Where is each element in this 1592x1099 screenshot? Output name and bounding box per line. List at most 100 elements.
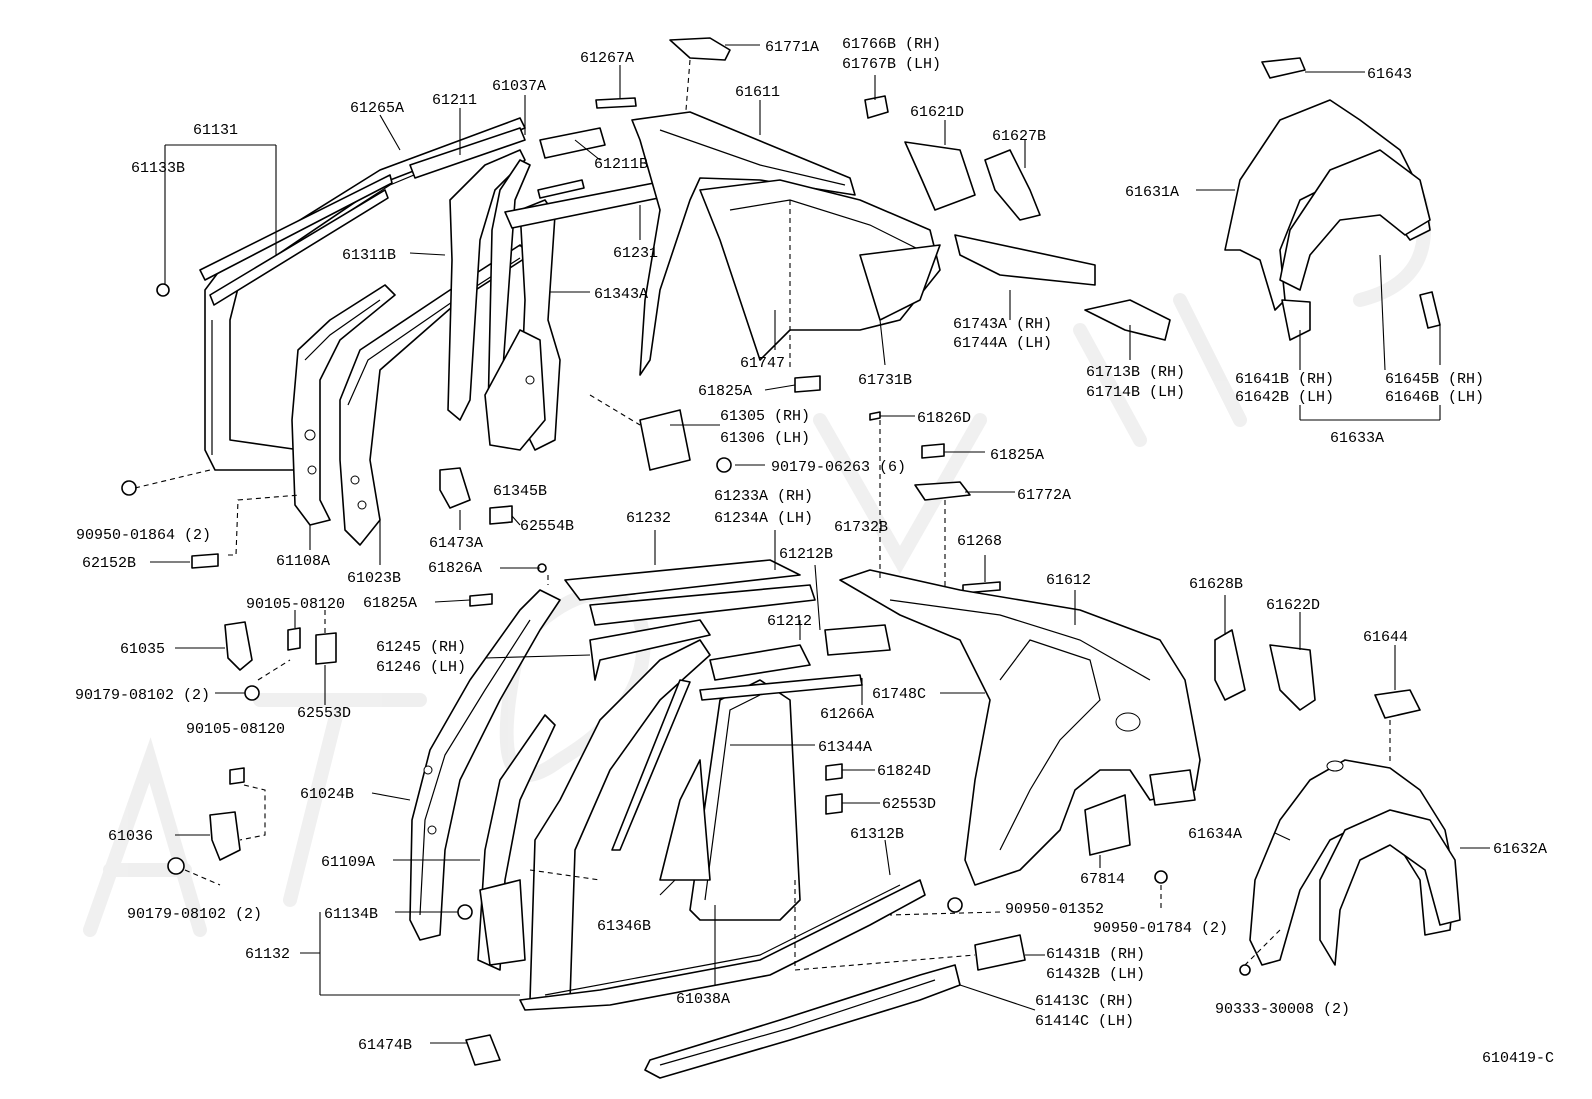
label-62152B: 62152B <box>82 555 136 572</box>
label-61634A: 61634A <box>1188 826 1242 843</box>
part-labels: 61131 61133B 61265A 61211 61037A 61267A … <box>75 36 1554 1067</box>
label-61024B: 61024B <box>300 786 354 803</box>
label-61644: 61644 <box>1363 629 1408 646</box>
label-61824D: 61824D <box>877 763 931 780</box>
label-61473A: 61473A <box>429 535 483 552</box>
label-61627B: 61627B <box>992 128 1046 145</box>
label-62553D-right: 62553D <box>882 796 936 813</box>
label-61748C: 61748C <box>872 686 926 703</box>
label-61744A: 61744A (LH) <box>953 335 1052 352</box>
rear-wheel-house-lower <box>1249 759 1461 966</box>
label-61037A: 61037A <box>492 78 546 95</box>
label-61632A: 61632A <box>1493 841 1547 858</box>
label-61232: 61232 <box>626 510 671 527</box>
label-90179-06263: 90179-06263 (6) <box>771 459 906 476</box>
label-61234A: 61234A (LH) <box>714 510 813 527</box>
label-61246: 61246 (LH) <box>376 659 466 676</box>
label-90105-08120-lower: 90105-08120 <box>186 721 285 738</box>
label-61132: 61132 <box>245 946 290 963</box>
label-61621D: 61621D <box>910 104 964 121</box>
label-61267A: 61267A <box>580 50 634 67</box>
label-61826D: 61826D <box>917 410 971 427</box>
label-61772A: 61772A <box>1017 487 1071 504</box>
label-61211: 61211 <box>432 92 477 109</box>
label-61732B: 61732B <box>834 519 888 536</box>
label-61826A: 61826A <box>428 560 482 577</box>
label-61306: 61306 (LH) <box>720 430 810 447</box>
quarter-small-parts <box>1214 629 1421 719</box>
label-61346B: 61346B <box>597 918 651 935</box>
roof-side-inner-rear <box>631 111 941 376</box>
label-61233A: 61233A (RH) <box>714 488 813 505</box>
label-61646B: 61646B (LH) <box>1385 389 1484 406</box>
label-90950-01784: 90950-01784 (2) <box>1093 920 1228 937</box>
label-61825A-mid: 61825A <box>990 447 1044 464</box>
label-90179-08102-lower: 90179-08102 (2) <box>127 906 262 923</box>
label-61643: 61643 <box>1367 66 1412 83</box>
label-61305: 61305 (RH) <box>720 408 810 425</box>
label-90333-30008: 90333-30008 (2) <box>1215 1001 1350 1018</box>
label-61474B: 61474B <box>358 1037 412 1054</box>
label-90179-08102-upper: 90179-08102 (2) <box>75 687 210 704</box>
label-61631A: 61631A <box>1125 184 1179 201</box>
rocker-and-b-pillar-outer <box>519 639 926 1011</box>
center-pillar-outer <box>457 714 556 971</box>
label-67814: 67814 <box>1080 871 1125 888</box>
label-61265A: 61265A <box>350 100 404 117</box>
label-61642B: 61642B (LH) <box>1235 389 1334 406</box>
label-61343A: 61343A <box>594 286 648 303</box>
assembly-dash-lines <box>134 59 1391 971</box>
label-61231: 61231 <box>613 245 658 262</box>
label-61731B: 61731B <box>858 372 912 389</box>
label-61134B: 61134B <box>324 906 378 923</box>
a-pillar-outer <box>291 284 396 526</box>
leader-lines <box>150 44 1490 1044</box>
label-61713B: 61713B (RH) <box>1086 364 1185 381</box>
label-61023B: 61023B <box>347 570 401 587</box>
label-61612: 61612 <box>1046 572 1091 589</box>
label-61413C: 61413C (RH) <box>1035 993 1134 1010</box>
label-61766B: 61766B (RH) <box>842 36 941 53</box>
label-61743A: 61743A (RH) <box>953 316 1052 333</box>
label-61628B: 61628B <box>1189 576 1243 593</box>
label-61131: 61131 <box>193 122 238 139</box>
rear-inner-small-parts <box>669 37 1171 341</box>
label-61432B: 61432B (LH) <box>1046 966 1145 983</box>
hinge-brackets <box>167 621 337 875</box>
label-61035: 61035 <box>120 641 165 658</box>
label-61771A: 61771A <box>765 39 819 56</box>
label-61622D: 61622D <box>1266 597 1320 614</box>
label-61633A: 61633A <box>1330 430 1384 447</box>
label-61825A-lower: 61825A <box>363 595 417 612</box>
label-61767B: 61767B (LH) <box>842 56 941 73</box>
label-90950-01352: 90950-01352 <box>1005 901 1104 918</box>
lower-small-parts <box>465 563 1251 1066</box>
label-61645B: 61645B (RH) <box>1385 371 1484 388</box>
label-90105-08120-upper: 90105-08120 <box>246 596 345 613</box>
label-61038A: 61038A <box>676 991 730 1008</box>
label-61245: 61245 (RH) <box>376 639 466 656</box>
label-61611: 61611 <box>735 84 780 101</box>
label-62554B: 62554B <box>520 518 574 535</box>
label-61036: 61036 <box>108 828 153 845</box>
label-61266A: 61266A <box>820 706 874 723</box>
label-61108A: 61108A <box>276 553 330 570</box>
rear-wheel-house-inner-upper <box>1224 57 1441 341</box>
label-61641B: 61641B (RH) <box>1235 371 1334 388</box>
label-61268: 61268 <box>957 533 1002 550</box>
diagram-id: 610419-C <box>1482 1050 1554 1067</box>
label-61133B: 61133B <box>131 160 185 177</box>
label-61312B: 61312B <box>850 826 904 843</box>
label-61311B: 61311B <box>342 247 396 264</box>
roof-side-lower-rails <box>564 559 891 851</box>
label-61825A-upper: 61825A <box>698 383 752 400</box>
center-pillar-inner <box>339 244 531 546</box>
label-90950-01864: 90950-01864 (2) <box>76 527 211 544</box>
label-61344A: 61344A <box>818 739 872 756</box>
label-61431B: 61431B (RH) <box>1046 946 1145 963</box>
quarter-panel <box>839 569 1201 886</box>
pillar-reinforcement <box>447 149 531 421</box>
label-62553D-left: 62553D <box>297 705 351 722</box>
front-pillar-outer <box>409 589 561 941</box>
